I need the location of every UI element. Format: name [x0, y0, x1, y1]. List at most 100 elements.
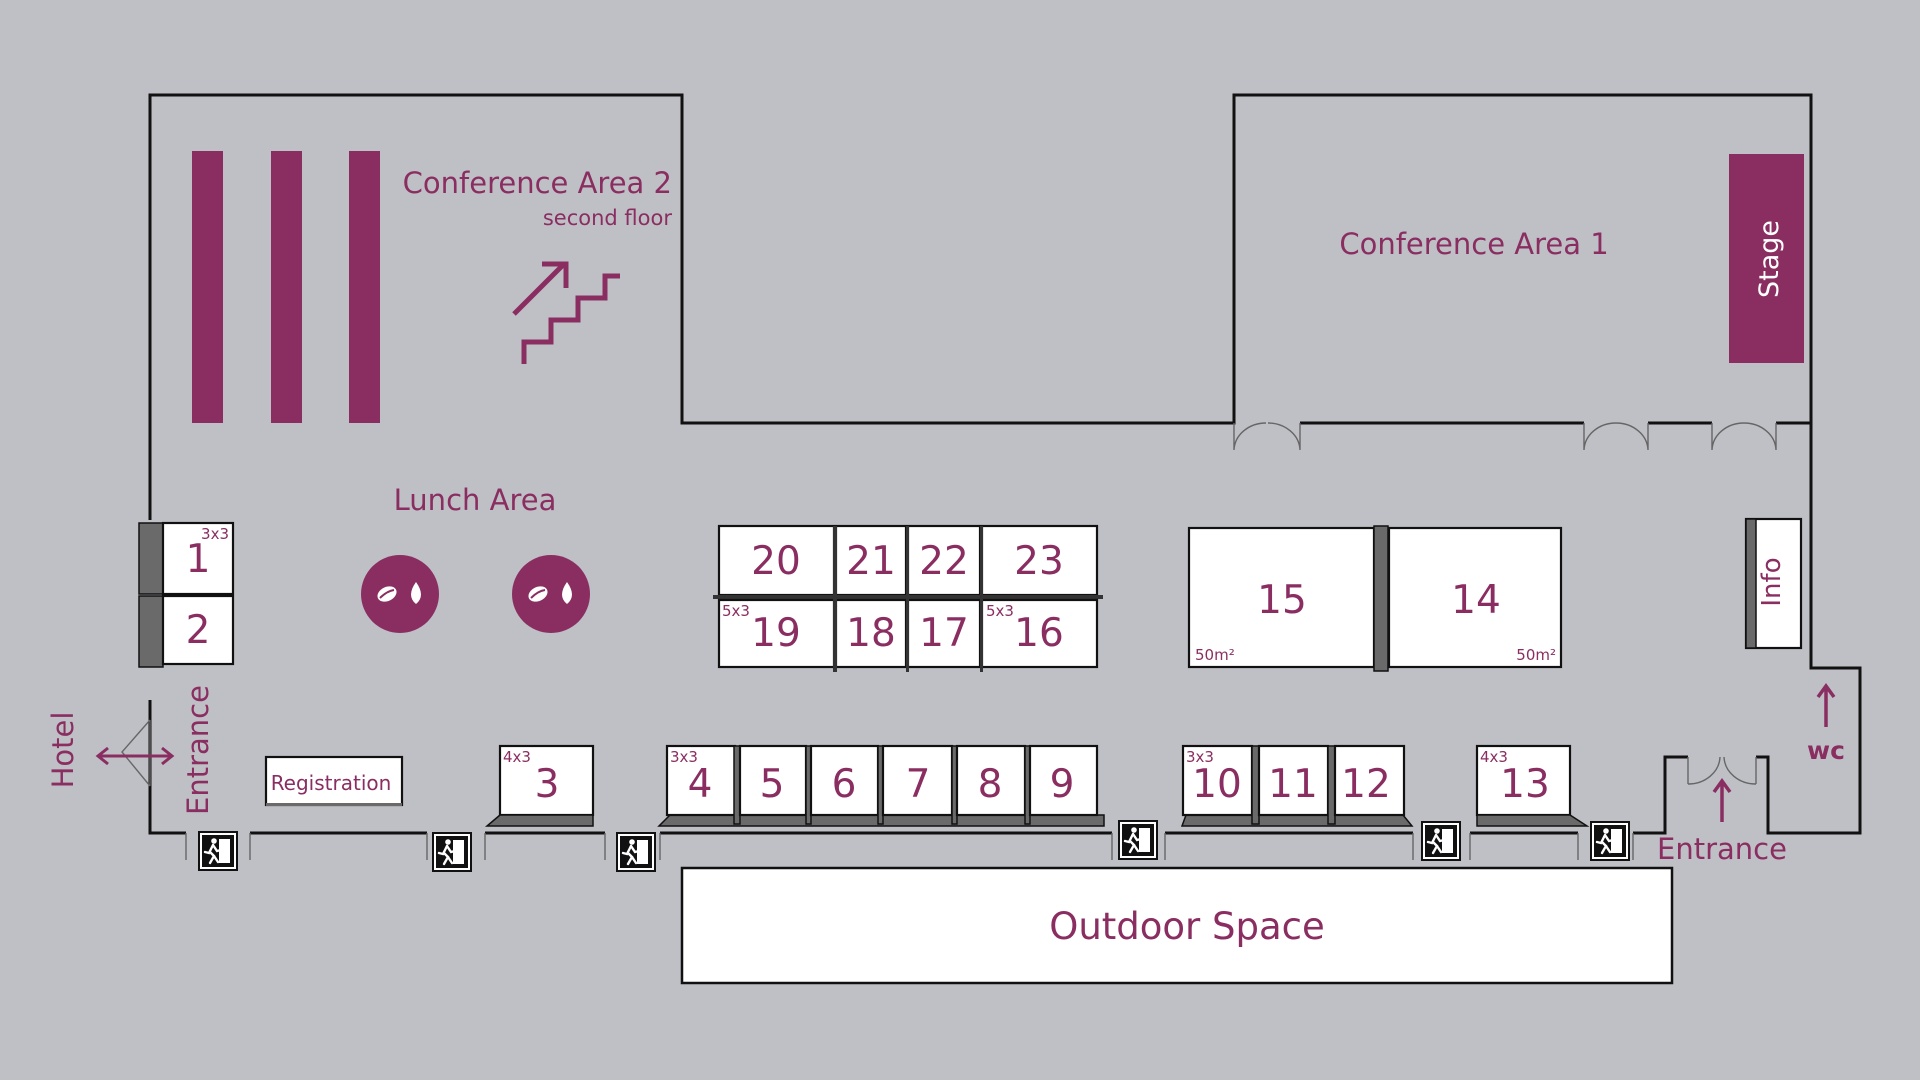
booth-16[interactable]: 16 5x3	[980, 598, 1099, 669]
booth-number: 21	[846, 539, 896, 584]
lunch-area-label: Lunch Area	[394, 483, 557, 517]
booth-number: 5	[760, 762, 785, 807]
counter-base	[1180, 814, 1414, 827]
coffee-bean-water-icon	[512, 555, 590, 633]
stairs-up-icon[interactable]	[512, 261, 620, 364]
booth-10[interactable]: 10 3x3	[1181, 744, 1254, 817]
info-desk[interactable]: Info	[1744, 517, 1803, 650]
booth-size: 3x3	[1186, 748, 1214, 766]
booth-number: 3	[535, 762, 560, 807]
conference-area-2-label: Conference Area 2	[403, 166, 672, 200]
booth-number: 9	[1050, 762, 1075, 807]
arrow-icon	[1712, 778, 1732, 822]
door[interactable]	[1583, 422, 1649, 451]
emergency-exit-icon[interactable]	[1420, 820, 1462, 862]
booth-2[interactable]: 2	[138, 594, 235, 668]
booth-21[interactable]: 21	[834, 524, 908, 597]
booth-size: 50m²	[1516, 646, 1556, 664]
divider	[906, 526, 909, 672]
booth-9[interactable]: 9	[1028, 744, 1099, 817]
seating-row	[271, 151, 302, 423]
emergency-exit-icon[interactable]	[615, 831, 657, 873]
arrow-icon	[95, 746, 175, 766]
registration-label: Registration	[271, 771, 392, 795]
door[interactable]	[121, 719, 151, 787]
second-floor-label: second floor	[543, 206, 672, 230]
seating-row	[192, 151, 223, 423]
booth-number: 18	[846, 611, 896, 656]
booth-number: 20	[751, 539, 801, 584]
divider	[833, 526, 837, 672]
emergency-exit-icon[interactable]	[1117, 819, 1159, 861]
booth-size: 5x3	[722, 602, 750, 620]
booth-number: 16	[1014, 611, 1064, 656]
booth-number: 4	[688, 762, 713, 807]
door[interactable]	[1687, 756, 1757, 785]
booth-number: 14	[1451, 578, 1501, 623]
building-wall	[148, 93, 1813, 520]
exit-door-frames	[185, 833, 1634, 860]
booth-number: 7	[906, 762, 931, 807]
booth-number: 15	[1257, 578, 1307, 623]
booth-11[interactable]: 11	[1257, 744, 1330, 817]
booth-number: 17	[919, 611, 969, 656]
booth-15[interactable]: 15 50m²	[1187, 526, 1376, 669]
booth-13[interactable]: 13 4x3	[1475, 744, 1590, 827]
booth-6[interactable]: 6	[809, 744, 880, 817]
booth-number: 6	[832, 762, 857, 807]
divider	[980, 526, 983, 672]
booth-23[interactable]: 23	[980, 524, 1099, 597]
booth-number: 10	[1192, 762, 1242, 807]
booth-18[interactable]: 18	[834, 598, 908, 669]
booth-number: 23	[1014, 539, 1064, 584]
booth-12[interactable]: 12	[1333, 744, 1406, 817]
booth-22[interactable]: 22	[906, 524, 982, 597]
booth-14[interactable]: 14 50m²	[1387, 526, 1563, 669]
booth-20[interactable]: 20	[717, 524, 836, 597]
booth-19[interactable]: 19 5x3	[717, 598, 836, 669]
emergency-exit-icon[interactable]	[197, 830, 239, 872]
booth-number: 1	[186, 537, 211, 582]
stage	[1729, 154, 1804, 363]
booth-7[interactable]: 7	[881, 744, 954, 817]
booth-8[interactable]: 8	[955, 744, 1027, 817]
door[interactable]	[1233, 422, 1301, 451]
booth-number: 12	[1341, 762, 1391, 807]
booth-size: 50m²	[1195, 646, 1235, 664]
booth-size: 3x3	[670, 748, 698, 766]
booth-number: 11	[1268, 762, 1318, 807]
wc-label: wc	[1807, 736, 1845, 765]
booth-size: 5x3	[986, 602, 1014, 620]
coffee-bean-water-icon	[361, 555, 439, 633]
building-wall-bottom	[148, 700, 1688, 835]
booth-1[interactable]: 1 3x3	[138, 521, 235, 596]
booth-number: 13	[1500, 762, 1550, 807]
booth-number: 8	[978, 762, 1003, 807]
booth-number: 19	[751, 611, 801, 656]
booth-4[interactable]: 4 3x3	[665, 744, 737, 817]
booth-number: 22	[919, 539, 969, 584]
booth-number: 2	[186, 608, 211, 653]
booth-size: 4x3	[1480, 748, 1508, 766]
conference-area-1-label: Conference Area 1	[1339, 227, 1608, 261]
hotel-label: Hotel	[46, 712, 80, 789]
entrance-left-label: Entrance	[181, 685, 215, 815]
arrow-icon	[1816, 683, 1836, 727]
building-wall-right	[1756, 423, 1862, 835]
seating-row	[349, 151, 380, 423]
outdoor-space[interactable]: Outdoor Space	[680, 866, 1674, 985]
registration-desk[interactable]: Registration	[264, 755, 404, 807]
entrance-right-label: Entrance	[1657, 832, 1787, 866]
stage-label: Stage	[1754, 220, 1785, 298]
booth-5[interactable]: 5	[738, 744, 808, 817]
emergency-exit-icon[interactable]	[1589, 820, 1631, 862]
outdoor-space-label: Outdoor Space	[1049, 905, 1325, 948]
booth-17[interactable]: 17	[906, 598, 982, 669]
divider	[1373, 525, 1389, 672]
booth-size: 4x3	[503, 748, 531, 766]
booth-size: 3x3	[201, 525, 229, 543]
booth-3[interactable]: 3 4x3	[484, 744, 595, 827]
emergency-exit-icon[interactable]	[431, 831, 473, 873]
door[interactable]	[1711, 422, 1777, 451]
